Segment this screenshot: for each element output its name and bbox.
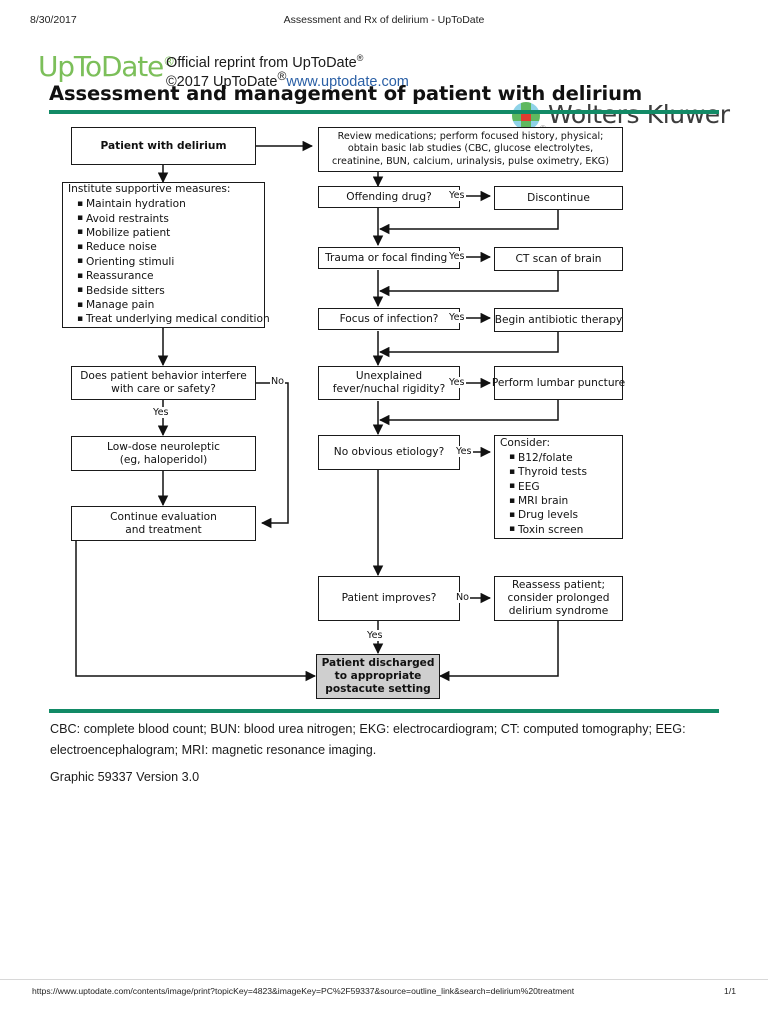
node-label: Perform lumbar puncture xyxy=(491,376,626,389)
node-label-line-2: to appropriate xyxy=(334,670,422,682)
page-number: 1/1 xyxy=(724,986,736,996)
node-label: CT scan of brain xyxy=(515,252,602,265)
print-document-title: Assessment and Rx of delirium - UpToDate xyxy=(283,14,485,26)
node-label-line-2: fever/nuchal rigidity? xyxy=(332,383,446,395)
node-ct-scan-of-brain[interactable]: CT scan of brain xyxy=(494,247,623,271)
uptodate-logo-text: UpToDate xyxy=(38,50,164,83)
divider-top xyxy=(49,110,719,114)
wolters-kluwer-name: Wolters Kluwer xyxy=(548,100,730,129)
list-item: Treat underlying medical condition xyxy=(77,312,270,327)
copyright-line: ©2017 UpToDate®www.uptodate.com xyxy=(166,68,409,91)
node-label-line-2: with care or safety? xyxy=(111,383,216,395)
node-label-line-1: Patient discharged xyxy=(321,657,435,669)
node-reassess-patient[interactable]: Reassess patient; consider prolonged del… xyxy=(494,576,623,621)
graphic-id: Graphic 59337 Version 3.0 xyxy=(50,770,200,784)
node-label: Trauma or focal finding? xyxy=(325,251,453,264)
node-label-line-1: Low-dose neuroleptic xyxy=(107,440,220,453)
node-label-line-3: delirium syndrome xyxy=(508,605,609,617)
node-offending-drug[interactable]: Offending drug? xyxy=(318,186,460,208)
node-consider-tests[interactable]: Consider: B12/folate Thyroid tests EEG M… xyxy=(494,435,623,539)
list-item: B12/folate xyxy=(509,450,587,465)
uptodate-logo: UpToDate® xyxy=(38,50,175,83)
edge-label-trauma-yes: Yes xyxy=(448,251,466,262)
abbreviations-legend: CBC: complete blood count; BUN: blood ur… xyxy=(50,722,686,757)
divider-bottom xyxy=(49,709,719,713)
footer-divider xyxy=(0,979,768,980)
node-label-line-1: Review medications; perform focused hist… xyxy=(337,130,604,142)
node-institute-supportive-measures[interactable]: Institute supportive measures: Maintain … xyxy=(62,182,270,328)
reprint-registered-mark: ® xyxy=(356,53,364,63)
list-item: Maintain hydration xyxy=(77,197,270,212)
consider-items-list: B12/folate Thyroid tests EEG MRI brain D… xyxy=(500,450,587,537)
wolters-kluwer-mark-icon xyxy=(512,102,540,130)
supportive-measures-list: Maintain hydration Avoid restraints Mobi… xyxy=(68,197,270,327)
list-item: Drug levels xyxy=(509,508,587,523)
node-low-dose-neuroleptic[interactable]: Low-dose neuroleptic (eg, haloperidol) xyxy=(71,436,256,471)
list-item: Reduce noise xyxy=(77,240,270,255)
node-label: No obvious etiology? xyxy=(333,446,445,458)
node-label: Begin antibiotic therapy xyxy=(494,313,623,326)
edge-label-improves-no: No xyxy=(455,592,471,603)
node-no-obvious-etiology[interactable]: No obvious etiology? xyxy=(318,435,460,470)
node-label-line-1: Reassess patient; xyxy=(511,579,606,591)
node-begin-antibiotic-therapy[interactable]: Begin antibiotic therapy xyxy=(494,308,623,332)
list-item: Reassurance xyxy=(77,269,270,284)
list-item: EEG xyxy=(509,479,587,494)
list-item: Manage pain xyxy=(77,298,270,313)
edge-label-behavior-yes: Yes xyxy=(152,407,170,418)
node-label: Offending drug? xyxy=(346,190,432,203)
node-label: Consider: xyxy=(500,436,551,449)
edge-label-offending-yes: Yes xyxy=(448,190,466,201)
node-trauma-or-focal-finding[interactable]: Trauma or focal finding? xyxy=(318,247,460,269)
page-footer: https://www.uptodate.com/contents/image/… xyxy=(0,986,768,1004)
edge-label-infection-yes: Yes xyxy=(448,312,466,323)
browser-print-header: 8/30/2017 Assessment and Rx of delirium … xyxy=(0,14,768,28)
node-focus-of-infection[interactable]: Focus of infection? xyxy=(318,308,460,330)
edge-label-fever-yes: Yes xyxy=(448,377,466,388)
page-url[interactable]: https://www.uptodate.com/contents/image/… xyxy=(32,986,575,996)
edge-label-etiology-yes: Yes xyxy=(455,446,473,457)
node-label-line-2: (eg, haloperidol) xyxy=(119,453,208,466)
page-title: Assessment and management of patient wit… xyxy=(49,82,643,105)
node-label-line-2: consider prolonged xyxy=(507,592,610,604)
list-item: Avoid restraints xyxy=(77,211,270,226)
node-review-medications[interactable]: Review medications; perform focused hist… xyxy=(318,127,623,172)
node-label: Institute supportive measures: xyxy=(68,183,231,196)
node-label-line-2: obtain basic lab studies (CBC, glucose e… xyxy=(347,143,594,155)
node-label-line-3: creatinine, BUN, calcium, urinalysis, pu… xyxy=(332,155,609,167)
node-patient-discharged[interactable]: Patient discharged to appropriate postac… xyxy=(316,654,440,699)
uptodate-logo-registered-mark: ® xyxy=(163,54,175,69)
reprint-line: Official reprint from UpToDate® xyxy=(166,50,363,72)
node-label: Patient improves? xyxy=(341,592,437,604)
node-perform-lumbar-puncture[interactable]: Perform lumbar puncture xyxy=(491,366,626,400)
node-patient-improves[interactable]: Patient improves? xyxy=(318,576,460,621)
node-label-line-1: Unexplained xyxy=(355,370,423,382)
node-discontinue[interactable]: Discontinue xyxy=(494,186,623,210)
edge-label-behavior-no: No xyxy=(270,376,286,387)
node-label: Discontinue xyxy=(527,191,590,204)
list-item: Orienting stimuli xyxy=(77,254,270,269)
list-item: Mobilize patient xyxy=(77,225,270,240)
node-label: Patient with delirium xyxy=(100,139,227,152)
node-unexplained-fever[interactable]: Unexplained fever/nuchal rigidity? xyxy=(318,366,460,400)
list-item: Toxin screen xyxy=(509,522,587,537)
uptodate-website-link[interactable]: www.uptodate.com xyxy=(286,73,409,90)
copyright-registered-mark: ® xyxy=(277,69,287,83)
node-continue-evaluation[interactable]: Continue evaluation and treatment xyxy=(71,506,256,541)
print-date: 8/30/2017 xyxy=(30,14,77,26)
node-label-line-1: Does patient behavior interfere xyxy=(80,370,247,382)
copyright-text: ©2017 UpToDate xyxy=(166,73,278,90)
list-item: Thyroid tests xyxy=(509,465,587,480)
edge-label-improves-yes: Yes xyxy=(366,630,384,641)
node-patient-behavior-interfere[interactable]: Does patient behavior interfere with car… xyxy=(71,366,256,400)
node-label: Focus of infection? xyxy=(339,312,439,325)
node-patient-with-delirium[interactable]: Patient with delirium xyxy=(71,127,256,165)
node-label-line-2: and treatment xyxy=(125,523,202,536)
reprint-text: Official reprint from UpToDate xyxy=(166,54,357,71)
node-label-line-1: Continue evaluation xyxy=(110,510,217,523)
list-item: Bedside sitters xyxy=(77,283,270,298)
node-label-line-3: postacute setting xyxy=(325,683,431,695)
list-item: MRI brain xyxy=(509,493,587,508)
